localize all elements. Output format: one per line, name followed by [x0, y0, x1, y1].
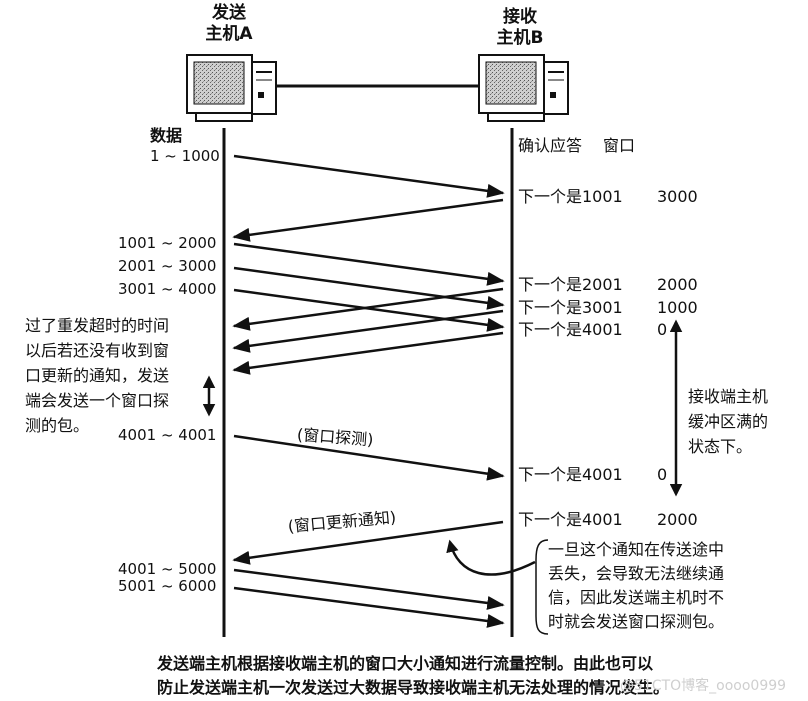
arrow-data-1: [233, 154, 505, 198]
arrow-window-update: [232, 520, 504, 565]
arrow-data-5: [233, 568, 505, 610]
arrow-data-6: [233, 586, 505, 628]
probe-explanation-note: 过了重发超时的时间 以后若还没有收到窗 口更新的通知，发送 端会发送一个窗口探 …: [25, 316, 170, 435]
buffer-full-note: 接收端主机 缓冲区满的 状态下。: [688, 387, 769, 456]
window-header: 窗口: [603, 136, 636, 155]
lost-note-pointer: [446, 539, 536, 576]
figure-caption: 发送端主机根据接收端主机的窗口大小通知进行流量控制。由此也可以 防止发送端主机一…: [157, 654, 670, 697]
data-range-label: 5001 ~ 6000: [118, 577, 217, 595]
data-range-label: 2001 ~ 3000: [118, 257, 217, 275]
ack-label: 下一个是4001: [518, 510, 623, 529]
ack-label: 下一个是4001: [518, 465, 623, 484]
window-size-label: 1000: [657, 298, 698, 317]
window-size-label: 2000: [657, 275, 698, 294]
sender-host-label: 发送 主机A: [205, 3, 253, 44]
window-size-label: 3000: [657, 187, 698, 206]
data-range-label: 3001 ~ 4000: [118, 280, 217, 298]
data-header: 数据: [150, 126, 183, 145]
ack-label: 下一个是3001: [518, 298, 623, 317]
data-range-label: 4001 ~ 4001: [118, 426, 217, 444]
ack-label: 下一个是1001: [518, 187, 623, 206]
ack-header: 确认应答: [518, 136, 583, 155]
computer-b-icon: [478, 54, 569, 122]
lost-note-bracket: [535, 539, 549, 635]
window-size-label: 2000: [657, 510, 698, 529]
window-size-label: 0: [657, 320, 668, 339]
ack-label: 下一个是2001: [518, 275, 623, 294]
arrow-ack-3: [232, 309, 504, 353]
arrow-data-2: [233, 242, 505, 286]
watermark: @51CTO博客_oooo0999: [620, 678, 787, 694]
ack-label: 下一个是4001: [518, 320, 623, 339]
arrow-ack-2: [232, 287, 504, 331]
receiver-host-label: 接收 主机B: [496, 7, 544, 48]
data-range-label: 1 ~ 1000: [150, 147, 220, 165]
arrow-probe: [233, 434, 505, 481]
arrow-ack-1: [232, 198, 504, 242]
arrow-ack-4: [232, 331, 504, 375]
computer-a-icon: [186, 54, 277, 122]
lost-notification-note: 一旦这个通知在传送途中 丢失，会导致无法继续通 信，因此发送端主机时不 时就会发…: [548, 540, 725, 631]
data-range-label: 4001 ~ 5000: [118, 560, 217, 578]
arrow-data-3: [233, 266, 505, 310]
data-range-label: 1001 ~ 2000: [118, 234, 217, 252]
window-size-label: 0: [657, 465, 668, 484]
